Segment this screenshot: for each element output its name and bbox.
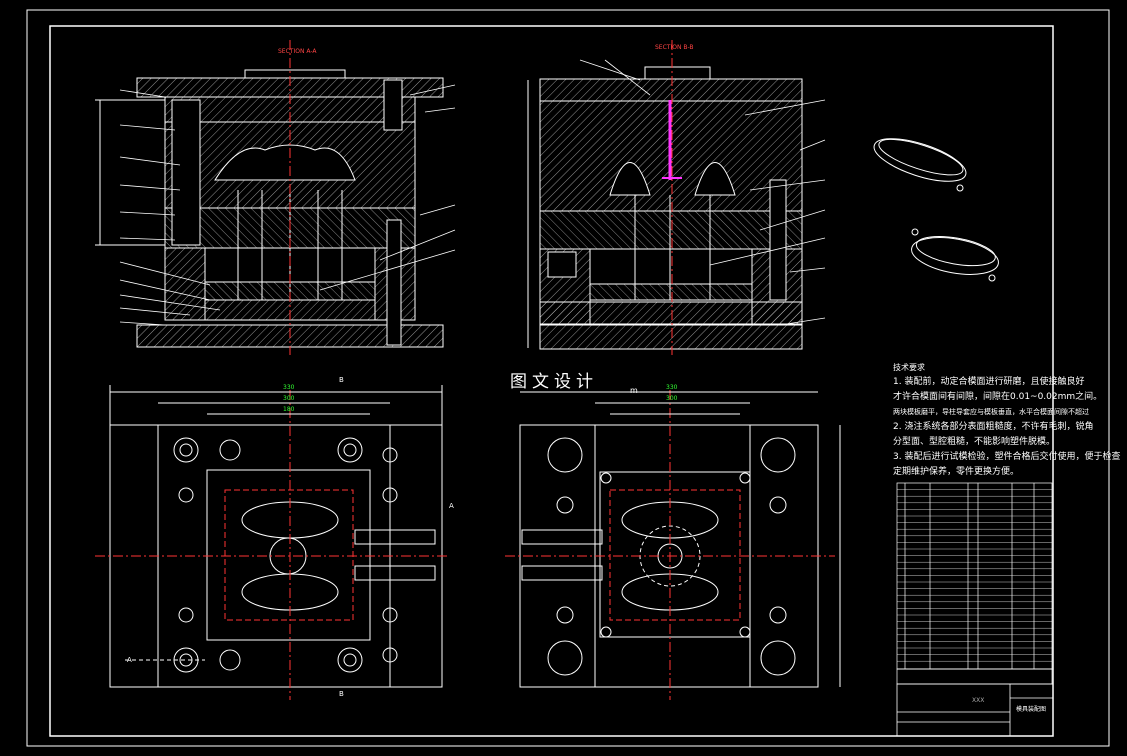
section-b-title: SECTION B-B xyxy=(655,44,694,51)
tech-note-line: 2. 浇注系统各部分表面粗糙度，不许有毛刺，锐角 xyxy=(893,422,1094,432)
title-block xyxy=(896,683,1054,737)
dimension-180-left: 180 xyxy=(283,406,295,413)
plan-view-left xyxy=(95,385,450,700)
tech-note-line: 3. 装配后进行试模检验，塑件合格后交付使用，便于检查 xyxy=(893,452,1121,462)
parts-list-table xyxy=(896,482,1053,685)
section-a-leader-lines xyxy=(119,84,456,326)
title-block-sheet: 模具装配图 xyxy=(1016,706,1047,713)
view-marker-a-bottom: A xyxy=(127,656,132,664)
tech-note-line: 才许合模面间有间隙，间隙在0.01~0.02mm之间。 xyxy=(893,392,1103,402)
technical-requirements: 技术要求 1. 装配前，动定合模面进行研磨，且使接触良好 才许合模面间有间隙，间… xyxy=(893,360,1121,480)
outer-frame xyxy=(26,9,1110,747)
watermark: 图文设计 m xyxy=(488,358,638,400)
plan-view-right xyxy=(505,390,841,700)
tech-note-line: 两块模板磨平，导柱导套应与模板垂直，水平合模面间隙不超过 xyxy=(893,408,1089,416)
section-a-view xyxy=(95,40,444,355)
dimension-330-right: 330 xyxy=(666,384,678,391)
part-isometric-views xyxy=(873,138,999,282)
view-marker-b-top: B xyxy=(339,376,344,384)
tech-notes-heading: 技术要求 xyxy=(893,363,925,372)
view-marker-a-top: A xyxy=(449,502,454,510)
section-b-view xyxy=(527,40,803,355)
dimension-300-left: 300 xyxy=(283,395,295,402)
title-block-name: XXX xyxy=(972,697,985,704)
dimension-300-right: 300 xyxy=(666,395,678,402)
dimension-330-left: 330 xyxy=(283,384,295,391)
parts-list-rows xyxy=(897,489,1052,662)
section-b-leader-lines xyxy=(579,59,826,326)
tech-note-line: 分型面、型腔粗糙，不能影响塑件脱模。 xyxy=(893,437,1056,447)
section-a-title: SECTION A-A xyxy=(278,48,317,55)
view-marker-b-bottom: B xyxy=(339,690,344,698)
inner-frame xyxy=(49,25,1054,737)
tech-note-line: 定期维护保养，零件更换方便。 xyxy=(893,467,1020,477)
watermark-text: 图文设计 xyxy=(510,372,598,392)
tech-note-line: 1. 装配前，动定合模面进行研磨，且使接触良好 xyxy=(893,377,1085,387)
watermark-suffix: m xyxy=(630,386,638,395)
